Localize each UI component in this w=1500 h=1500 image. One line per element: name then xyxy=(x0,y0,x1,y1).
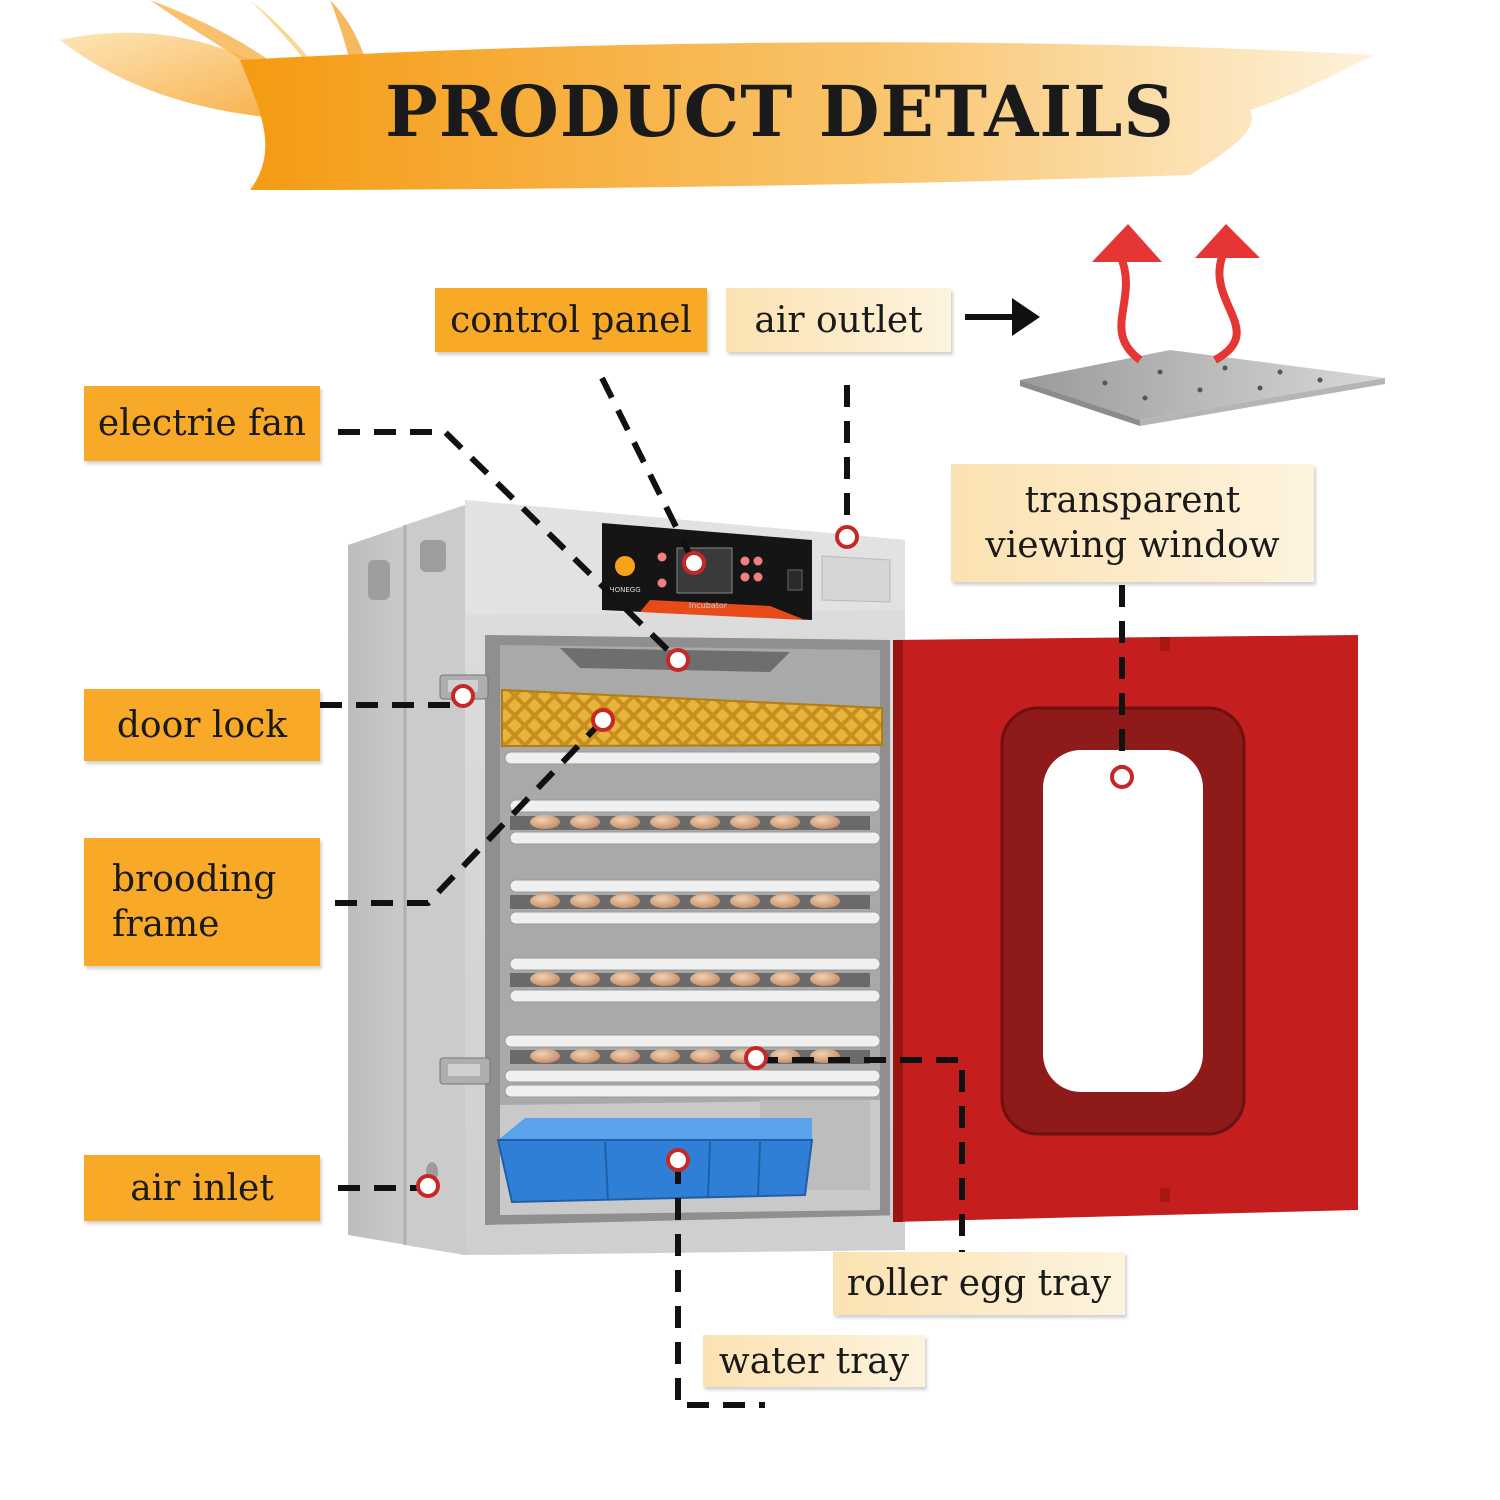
honegg-logo-icon xyxy=(615,556,635,576)
heat-arrowhead-icon xyxy=(1195,224,1260,258)
label-air-inlet: air inlet xyxy=(84,1155,320,1221)
label-text: viewing window xyxy=(985,525,1280,566)
label-text: electrie fan xyxy=(97,403,307,444)
marker-icon xyxy=(416,1174,440,1198)
label-door-lock: door lock xyxy=(84,689,320,761)
incubator-door xyxy=(893,635,1358,1222)
label-text: frame xyxy=(112,904,220,945)
label-brooding-frame: brooding frame xyxy=(84,838,320,966)
water-tray xyxy=(496,1118,814,1204)
label-text: transparent xyxy=(1024,480,1241,521)
label-water-tray: water tray xyxy=(703,1335,925,1387)
roller-egg-trays xyxy=(504,751,881,1098)
heat-arrow-icon xyxy=(1116,253,1143,364)
marker-icon xyxy=(744,1046,768,1070)
marker-icon xyxy=(682,551,706,575)
heat-arrowhead-icon xyxy=(1092,224,1162,262)
right-arrow-icon xyxy=(965,298,1040,336)
label-text: brooding xyxy=(112,859,277,900)
heat-arrow-icon xyxy=(1212,248,1241,364)
door-lock-hinge-icon xyxy=(439,1057,491,1085)
side-handle-icon xyxy=(368,560,390,600)
power-socket-icon xyxy=(787,569,803,591)
label-air-outlet: air outlet xyxy=(726,288,951,352)
marker-icon xyxy=(1110,765,1134,789)
page-title: PRODUCT DETAILS xyxy=(385,70,1175,153)
marker-icon xyxy=(666,648,690,672)
callout-markers xyxy=(416,525,1134,1198)
transparent-viewing-window xyxy=(1043,750,1203,1092)
brand-name: HONEGG xyxy=(609,586,640,594)
marker-icon xyxy=(451,684,475,708)
marker-icon xyxy=(666,1148,690,1172)
air-outlet-vent xyxy=(821,555,891,603)
callout-leader-lines xyxy=(320,376,1125,1408)
label-control-panel: control panel xyxy=(435,288,707,352)
title-banner xyxy=(240,42,1375,191)
label-roller-egg-tray: roller egg tray xyxy=(833,1252,1125,1315)
brooding-frame xyxy=(501,688,883,748)
label-text: water tray xyxy=(718,1340,910,1382)
label-electric-fan: electrie fan xyxy=(84,386,320,461)
label-text: air outlet xyxy=(754,299,923,341)
side-handle-icon xyxy=(420,540,446,572)
label-text: control panel xyxy=(450,299,692,341)
label-text: roller egg tray xyxy=(846,1263,1112,1304)
marker-icon xyxy=(591,708,615,732)
marker-icon xyxy=(835,525,859,549)
label-text: air inlet xyxy=(130,1167,274,1209)
panel-label: Incubator xyxy=(689,601,728,610)
air-outlet-plate-illustration xyxy=(1020,224,1385,426)
label-text: door lock xyxy=(116,704,288,746)
label-transparent-viewing-window: transparent viewing window xyxy=(951,464,1314,582)
